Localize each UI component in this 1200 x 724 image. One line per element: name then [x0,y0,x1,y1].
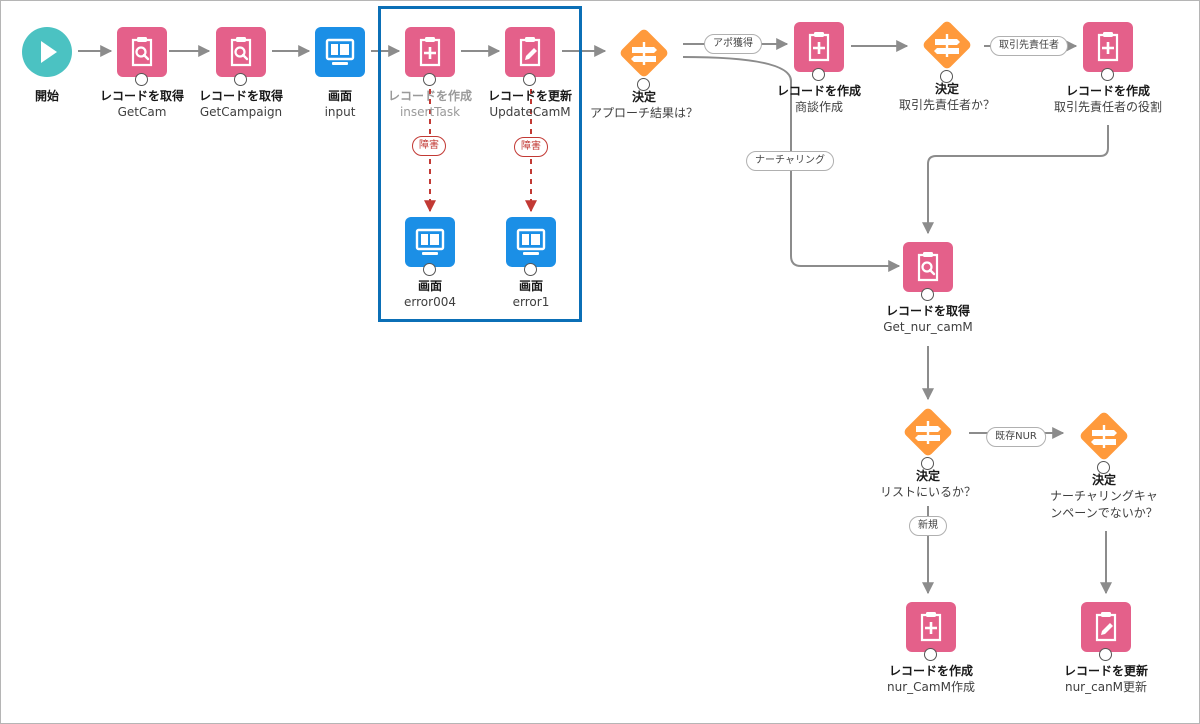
node-type: レコードを作成 [888,664,973,678]
decision-icon [917,15,977,83]
node-label: input [324,105,356,119]
node-decision-list[interactable]: 決定 リストにいるか？ [838,402,1018,501]
node-label: Get_nur_camM [883,320,973,334]
fault-label-2[interactable]: 障害 [514,137,548,157]
record-lookup-icon [902,241,954,301]
node-decision-torihiki[interactable]: 決定 取引先責任者か？ [857,15,1037,114]
record-create-icon [1082,21,1134,81]
node-type: 画面 [417,279,442,293]
edge-label-new[interactable]: 新規 [909,516,947,536]
node-label: 商談作成 [794,100,843,114]
record-update-icon [1080,601,1132,661]
node-error1[interactable]: 画面 error1 [441,216,621,311]
node-torihiki-role[interactable]: レコードを作成 取引先責任者の役割 [1018,21,1198,116]
edge-label-existing-nur[interactable]: 既存NUR [986,427,1046,447]
node-getcampaign[interactable]: レコードを取得 GetCampaign [151,26,331,121]
node-label: GetCampaign [199,105,283,119]
record-lookup-icon [116,26,168,86]
node-label: リストにいるか？ [879,485,976,499]
screen-icon [505,216,557,276]
decision-icon [1074,406,1134,474]
record-create-icon [905,601,957,661]
record-create-icon [404,26,456,86]
node-label: error004 [404,295,456,309]
node-type: レコードを作成 [776,84,861,98]
screen-icon [404,216,456,276]
node-start[interactable]: 開始 [0,26,137,104]
node-label: insertTask [399,105,461,119]
node-type: 画面 [327,89,352,103]
node-type: レコードを作成 [387,89,472,103]
node-label: GetCam [117,105,167,119]
node-error004[interactable]: 画面 error004 [340,216,520,311]
node-input[interactable]: 画面 input [250,26,430,121]
node-label: アプローチ結果は？ [589,106,698,120]
edge-role-get-nur[interactable] [922,125,1109,235]
play-icon [21,26,73,78]
node-updatecamm[interactable]: レコードを更新 UpdateCamM [440,26,620,121]
node-label: nur_CamM作成 [887,680,975,694]
node-type: 決定 [631,90,656,104]
record-update-icon [504,26,556,86]
edge-label-torihiki[interactable]: 取引先責任者 [990,36,1068,56]
node-decision-approach[interactable]: 決定 アプローチ結果は？ [554,23,734,122]
node-label: ナーチャリングキャ ンペーンでないか？ [1050,489,1158,520]
node-type: 決定 [915,469,940,483]
node-type: レコードを取得 [99,89,184,103]
node-label: nur_canM更新 [1064,680,1148,694]
highlight-box [378,6,582,322]
node-nur-create[interactable]: レコードを作成 nur_CamM作成 [841,601,1021,696]
node-type: 決定 [934,82,959,96]
node-type: レコードを取得 [198,89,283,103]
fault-label-1[interactable]: 障害 [412,136,446,156]
edge-decision-nurturing[interactable] [682,56,901,272]
node-get-nur-camm[interactable]: レコードを取得 Get_nur_camM [838,241,1018,336]
node-type: 画面 [518,279,543,293]
node-type: レコードを更新 [1063,664,1148,678]
node-shodan[interactable]: レコードを作成 商談作成 [729,21,909,116]
node-label: UpdateCamM [489,105,571,119]
record-create-icon [793,21,845,81]
node-inserttask[interactable]: レコードを作成 insertTask [340,26,520,121]
screen-icon [314,26,366,78]
node-nur-update[interactable]: レコードを更新 nur_canM更新 [1016,601,1196,696]
node-type: 開始 [34,89,59,103]
node-label: 取引先責任者か？ [898,98,995,112]
node-getcam[interactable]: レコードを取得 GetCam [52,26,232,121]
node-label: error1 [512,295,550,309]
decision-icon [898,402,958,470]
edge-label-nurturing[interactable]: ナーチャリング [746,151,834,171]
record-lookup-icon [215,26,267,86]
node-label: 取引先責任者の役割 [1053,100,1162,114]
decision-icon [614,23,674,91]
edge-label-apo[interactable]: アポ獲得 [704,34,762,54]
node-decision-nur[interactable]: 決定 ナーチャリングキャ ンペーンでないか？ [1014,406,1194,522]
node-type: レコードを取得 [885,304,970,318]
node-type: 決定 [1091,473,1116,487]
node-type: レコードを作成 [1065,84,1150,98]
node-type: レコードを更新 [487,89,572,103]
